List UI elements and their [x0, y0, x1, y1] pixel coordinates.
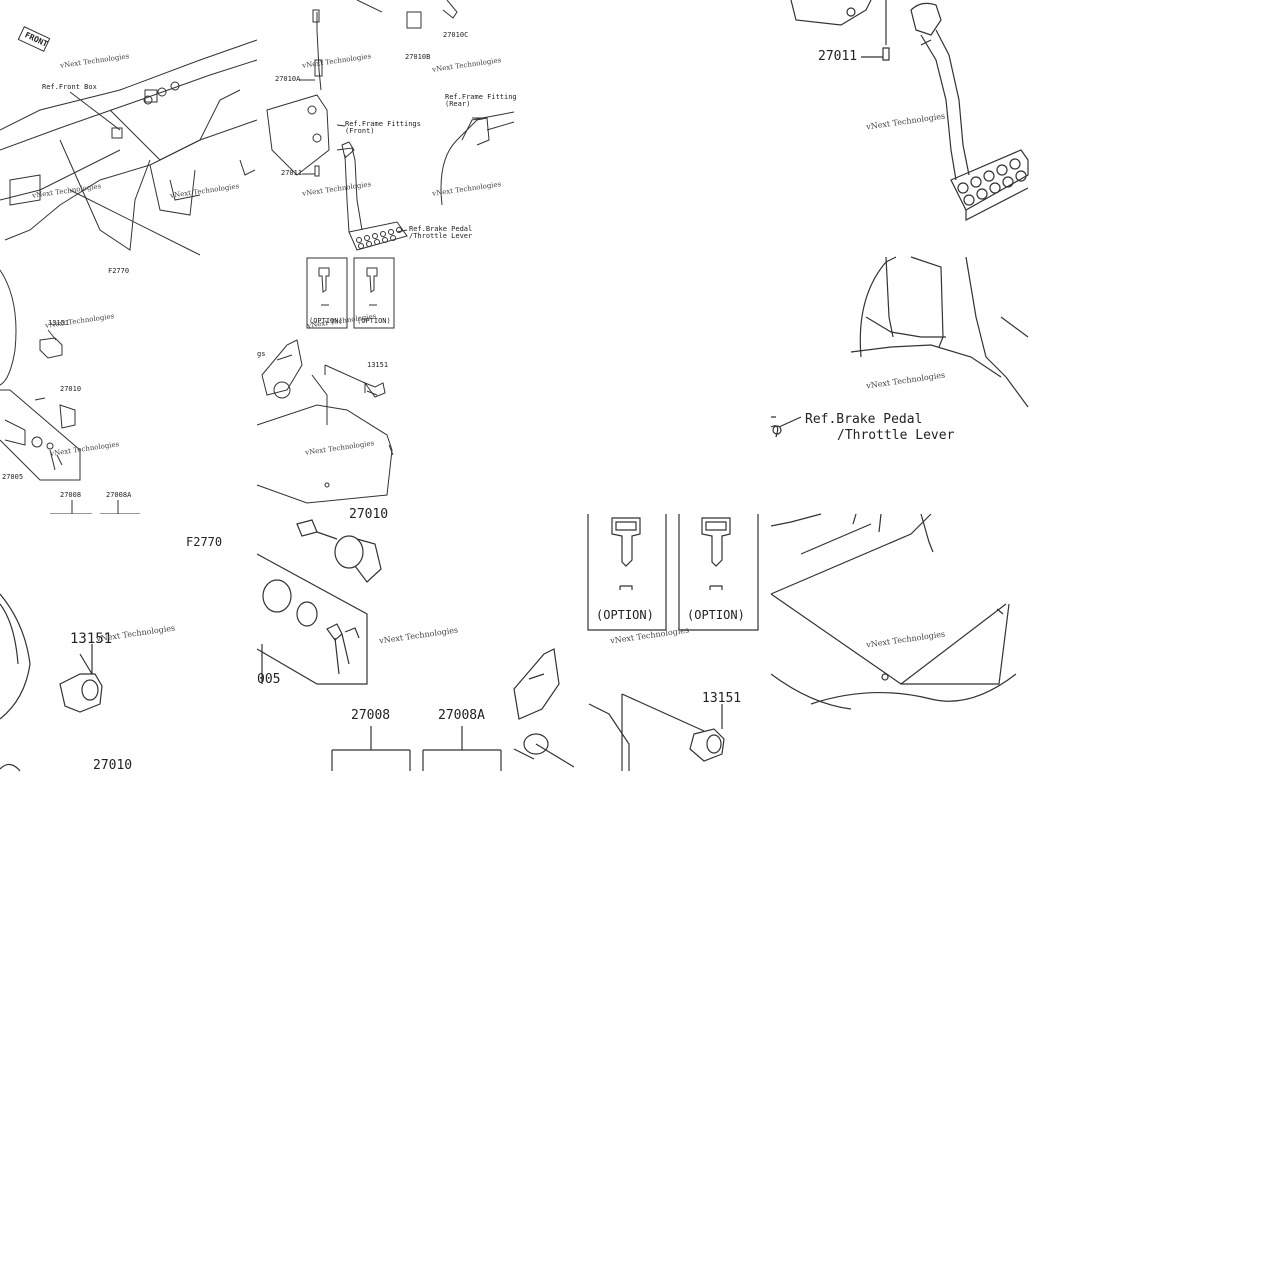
figure-code-label: F2770: [108, 267, 130, 275]
wiring-pedal-diagram: [257, 0, 514, 335]
part-27011-label: 27011: [281, 169, 303, 177]
ref-brake-line1: Ref.Brake Pedal: [805, 412, 923, 427]
tile-key-zoom: 27010 005 27008 27008A vNext Technologie…: [257, 508, 514, 771]
ref-brake-line2: /Throttle Lever: [837, 428, 955, 443]
socket-left-zoom: [0, 514, 257, 771]
tile-socket-zoom-mid: gs 13151 vNext Technologies: [257, 335, 400, 505]
part-27010c-label: 27010C: [443, 31, 469, 39]
option-label: (OPTION): [596, 608, 654, 622]
ref-brake-pedal-label: Ref.Brake Pedal /Throttle Lever: [409, 225, 473, 240]
part-27008a-label: 27008A: [438, 708, 485, 723]
part-13151-label: 13151: [702, 691, 742, 706]
part-27010a-label: 27010A: [275, 75, 301, 83]
brake-pedal-zoom: [771, 0, 1028, 257]
option-label: (OPTION): [687, 608, 745, 622]
socket-bracket-diagram: [257, 335, 400, 505]
ref-front-box-label: Ref.Front Box: [42, 83, 97, 91]
part-27005-label: 005: [257, 672, 281, 687]
tile-overview-mid: 27010A 27010B 27010C 27011 Ref.Frame Fit…: [257, 0, 517, 335]
option-label: (OPTION): [357, 317, 391, 325]
part-27008-label: 27008: [60, 491, 82, 499]
tile-brake-ref-zoom: Ref.Brake Pedal /Throttle Lever vNext Te…: [771, 257, 1028, 447]
ref-frame-front-label: Ref.Frame Fittings (Front): [345, 120, 421, 135]
front-box-zoom: [771, 514, 1028, 711]
option-label: (OPTION): [309, 317, 343, 325]
tile-pedal-zoom: 27011 vNext Technologies: [771, 0, 1028, 257]
ignition-key-zoom: [257, 514, 514, 771]
tile-left-zoom: F2770 13151 27010 vNext Technologies: [0, 514, 257, 773]
rear-frame-zoom: [771, 257, 1028, 447]
tile-option-zoom: (OPTION) (OPTION) vNext Technologies: [586, 514, 771, 649]
tile-socket-zoom-low: 13151: [514, 649, 771, 771]
tile-dash-zoom: vNext Technologies: [771, 514, 1028, 711]
part-13151-label: 13151: [48, 319, 70, 327]
part-27008a-label: 27008A: [106, 491, 132, 499]
part-27005-label: 27005: [2, 473, 24, 481]
figure-code-label: F2770: [186, 535, 223, 549]
part-27011-label: 27011: [818, 49, 858, 64]
socket-bracket-zoom: [514, 649, 771, 771]
part-13151-label: 13151: [70, 631, 113, 647]
part-27010-label: 27010: [93, 758, 133, 773]
part-27010-label: 27010: [349, 507, 389, 522]
part-13151-label: 13151: [367, 361, 389, 369]
part-27008-label: 27008: [351, 708, 391, 723]
option-keys-zoom: [586, 514, 771, 649]
dashboard-diagram: [0, 0, 257, 514]
tile-overview-left: FRONT Ref.Front Box F2770 13151 27010 27…: [0, 0, 257, 514]
part-27010-label: 27010: [60, 385, 82, 393]
part-27010b-label: 27010B: [405, 53, 431, 61]
ref-frame-rear-label: Ref.Frame Fitting (Rear): [445, 93, 517, 108]
ref-tag-label: gs: [257, 350, 266, 358]
